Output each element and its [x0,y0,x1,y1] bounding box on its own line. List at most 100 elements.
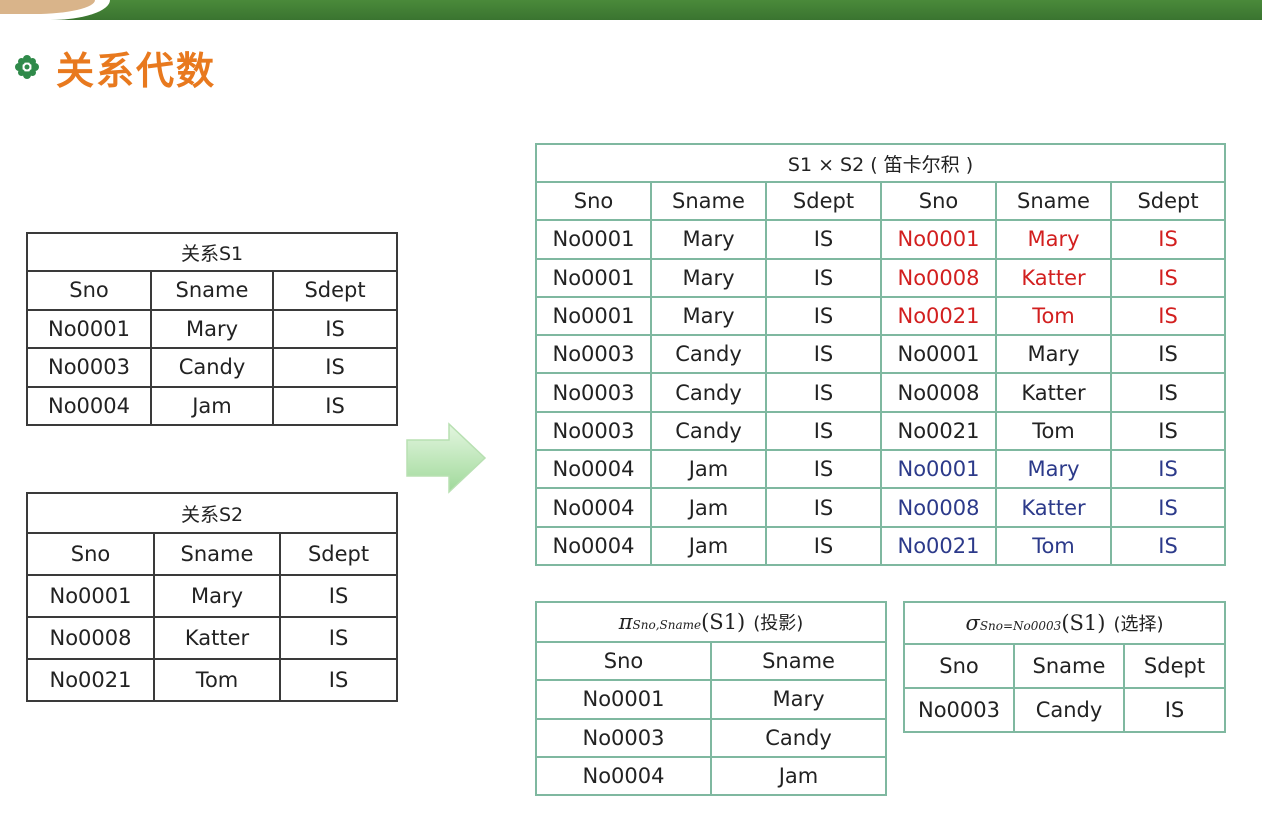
table-cell: Mary [650,295,767,337]
table-cell: IS [278,658,399,702]
table-cell: No0004 [535,755,712,797]
table-cell: No0001 [535,257,652,298]
table-cell: No0004 [26,385,152,426]
table-cell: Katter [995,372,1112,413]
table-cell: IS [1109,257,1227,298]
table-cell: IS [765,257,882,298]
table-caption-row: 关系S1 [25,232,399,272]
column-header: Sdept [1122,643,1227,689]
table-cell: No0008 [880,372,997,413]
slide-title: 关系代数 [56,48,217,93]
table-cell: Candy [150,347,274,388]
selection-formula: σSno=No0003(S1) [965,611,1105,635]
table-cell: No0008 [880,487,997,528]
table-cell: No0001 [26,574,155,618]
banner-decoration-inner [0,0,95,14]
table-cell: IS [765,525,882,566]
top-banner [0,0,1262,20]
projection-caption: πSno,Sname(S1)(投影) [534,601,888,643]
table-cell: Jam [650,487,767,528]
table-cell: IS [1122,687,1227,733]
s2-caption: 关系S2 [25,492,399,534]
right-arrow-icon [406,422,487,494]
table-cell: IS [1109,295,1227,337]
table-cell: IS [1109,449,1227,490]
table-cell: IS [765,295,882,337]
table-cell: Katter [995,257,1112,298]
table-cell: Candy [650,372,767,413]
projection-subscript: Sno,Sname [632,618,702,632]
column-header: Sname [153,532,281,576]
table-cell: No0003 [26,347,152,388]
product-caption: S1 × S2 ( 笛卡尔积 ) [534,143,1227,183]
table-cell: Mary [150,308,274,349]
selection-caption: σSno=No0003(S1) (选择) [902,601,1227,645]
table-cell: No0001 [880,219,997,260]
table-cell: No0021 [880,410,997,452]
table-cell: Jam [709,755,888,797]
column-header: Sno [535,180,652,222]
table-cell: IS [1109,219,1227,260]
table-cell: Mary [995,449,1112,490]
sigma-symbol: σ [965,611,980,635]
table-cell: Tom [995,525,1112,566]
table-cell: IS [278,616,399,660]
table-cell: IS [1109,487,1227,528]
selection-note: (选择) [1113,614,1164,635]
table-cell: No0001 [535,679,712,720]
s1-caption: 关系S1 [25,232,399,272]
table-cell: No0003 [535,410,652,452]
table-cell: No0021 [880,295,997,337]
column-header: Sname [995,180,1112,222]
table-cell: IS [278,574,399,618]
table-cell: IS [271,385,399,426]
column-header: Sdept [278,532,399,576]
table-cell: No0004 [535,449,652,490]
banner-decoration [0,0,110,20]
table-cell: No0004 [535,487,652,528]
table-cell: IS [765,487,882,528]
table-cell: No0003 [535,717,712,758]
column-header: Sno [880,180,997,222]
table-cell: No0003 [535,334,652,375]
projection-note: (投影) [753,613,804,634]
table-cell: No0021 [880,525,997,566]
table-cell: Mary [153,574,281,618]
pi-symbol: π [618,610,633,634]
table-cell: Mary [650,257,767,298]
table-cell: Mary [709,679,888,720]
table-cell: IS [1109,372,1227,413]
table-cell: No0001 [535,219,652,260]
table-cell: Katter [995,487,1112,528]
column-header: Sno [535,640,712,682]
flower-bullet-icon [15,55,39,79]
table-cell: IS [765,219,882,260]
table-cell: IS [271,347,399,388]
selection-subscript: Sno=No0003 [979,619,1062,633]
table-cell: Jam [650,525,767,566]
table-cell: IS [765,334,882,375]
slide-header: 关系代数 [14,42,217,93]
column-header: Sname [709,640,888,682]
table-cell: No0001 [535,295,652,337]
